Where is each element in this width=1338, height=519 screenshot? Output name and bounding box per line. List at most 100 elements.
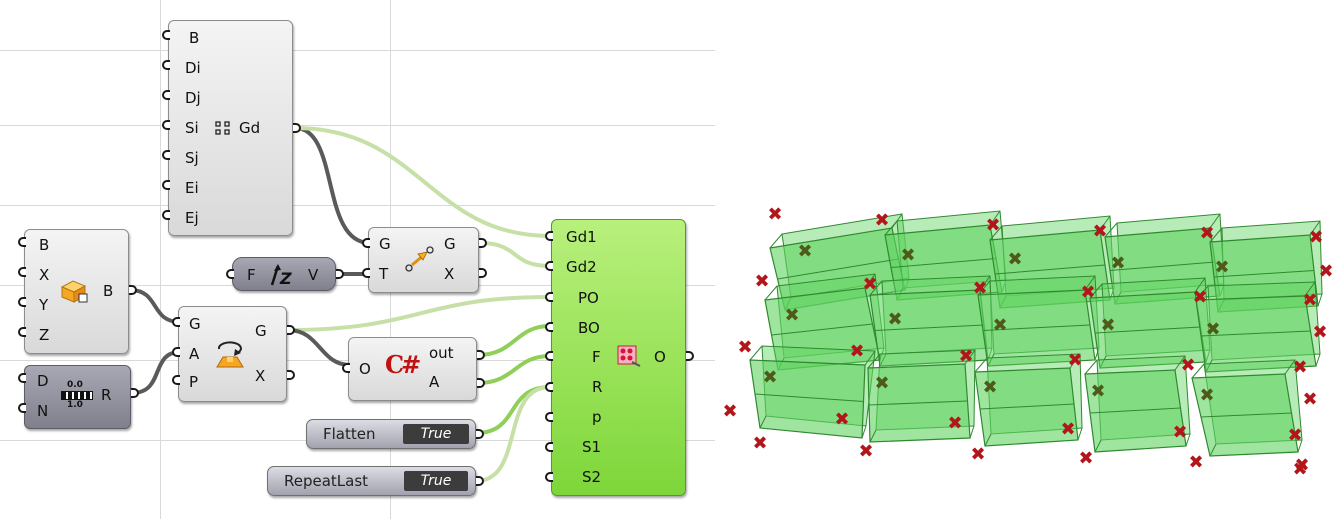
point-marker: ✖	[874, 210, 889, 231]
box-component[interactable]: B X Y Z B	[24, 229, 129, 354]
point-marker: ✖	[754, 271, 769, 292]
input-grip[interactable]	[162, 60, 170, 70]
input-grip[interactable]	[545, 382, 553, 392]
input-grip[interactable]	[18, 267, 26, 277]
input-B: B	[189, 29, 200, 47]
flatten-value[interactable]: True	[403, 424, 469, 444]
input-grip[interactable]	[18, 373, 26, 383]
input-F: F	[247, 266, 256, 284]
input-grip[interactable]	[162, 120, 170, 130]
input-Z: Z	[39, 326, 50, 344]
domain-component[interactable]: D N 0.0 1.0 R	[24, 365, 131, 429]
point-marker: ✖	[947, 413, 962, 434]
output-A: A	[429, 373, 440, 391]
point-marker: ✖	[862, 274, 877, 295]
input-grip[interactable]	[362, 238, 370, 248]
point-marker: ✖	[762, 367, 777, 388]
repeatlast-toggle[interactable]: RepeatLast True	[267, 466, 476, 496]
output-grip[interactable]	[287, 325, 295, 335]
move-component[interactable]: G T G X	[368, 227, 479, 293]
cluster-component[interactable]: Gd1 Gd2 PO BO F R p S1 S2 O	[551, 219, 686, 496]
point-marker: ✖	[1302, 290, 1317, 311]
output-grip[interactable]	[477, 378, 485, 388]
output-grip[interactable]	[287, 370, 295, 380]
output-grip[interactable]	[476, 429, 484, 439]
grid-line-h	[0, 205, 715, 206]
point-marker: ✖	[982, 377, 997, 398]
input-grip[interactable]	[545, 231, 553, 241]
input-grip[interactable]	[545, 351, 553, 361]
preview-box	[1191, 359, 1303, 457]
input-grip[interactable]	[162, 90, 170, 100]
wire-domain-to-rotate	[131, 350, 181, 395]
move-icon	[405, 246, 434, 272]
output-grip[interactable]	[293, 123, 301, 133]
output-grip[interactable]	[479, 268, 487, 278]
input-grip[interactable]	[545, 292, 553, 302]
preview-box	[884, 210, 1007, 301]
input-grip[interactable]	[226, 269, 234, 279]
input-grip[interactable]	[545, 412, 553, 422]
output-grip[interactable]	[477, 350, 485, 360]
input-grip[interactable]	[545, 442, 553, 452]
grid-line-h	[0, 50, 715, 51]
output-grip[interactable]	[129, 285, 137, 295]
rhino-viewport-preview[interactable]: ✖✖✖✖✖✖✖✖✖✖✖✖✖✖✖✖✖✖✖✖✖✖✖✖✖✖✖✖✖✖✖✖✖✖✖✖✖✖✖✖…	[715, 0, 1338, 519]
output-B: B	[103, 282, 114, 300]
point-marker: ✖	[887, 309, 902, 330]
input-Gd2: Gd2	[566, 258, 597, 276]
input-grip[interactable]	[162, 180, 170, 190]
input-grip[interactable]	[545, 261, 553, 271]
point-marker: ✖	[970, 444, 985, 465]
input-grip[interactable]	[162, 30, 170, 40]
input-grip[interactable]	[172, 317, 180, 327]
point-marker: ✖	[849, 341, 864, 362]
input-PO: PO	[578, 289, 599, 307]
input-grip[interactable]	[172, 375, 180, 385]
rotate-component[interactable]: G A P G X	[178, 306, 287, 402]
wire-rotate-to-csharp	[287, 328, 351, 367]
point-marker: ✖	[1302, 389, 1317, 410]
flatten-toggle[interactable]: Flatten True	[306, 419, 476, 449]
point-marker: ✖	[1318, 261, 1333, 282]
input-grip[interactable]	[545, 472, 553, 482]
point-marker: ✖	[1090, 381, 1105, 402]
input-grip[interactable]	[18, 237, 26, 247]
output-grip[interactable]	[476, 476, 484, 486]
grid-dots-icon	[215, 121, 230, 135]
input-S2: S2	[582, 468, 602, 486]
input-grip[interactable]	[545, 322, 553, 332]
input-grip[interactable]	[162, 150, 170, 160]
input-grip[interactable]	[172, 347, 180, 357]
input-P: P	[189, 373, 199, 391]
grid-line-v	[160, 0, 161, 519]
input-grip[interactable]	[162, 210, 170, 220]
input-grip[interactable]	[362, 268, 370, 278]
output-G: G	[255, 322, 267, 340]
point-marker: ✖	[752, 433, 767, 454]
input-grip[interactable]	[18, 327, 26, 337]
output-grip[interactable]	[131, 388, 139, 398]
grasshopper-canvas[interactable]: B Di Dj Si Sj Ei Ej Gd B X Y Z B D N	[0, 0, 715, 519]
csharp-component[interactable]: O C# out A	[348, 337, 477, 401]
output-grip[interactable]	[686, 351, 694, 361]
csharp-icon: C#	[385, 350, 421, 379]
output-out: out	[429, 344, 454, 362]
input-grip[interactable]	[342, 363, 350, 373]
input-grip[interactable]	[18, 297, 26, 307]
range-icon: 0.0 1.0	[61, 380, 93, 414]
input-grip[interactable]	[18, 403, 26, 413]
grid-line-h	[0, 125, 715, 126]
repeatlast-value[interactable]: True	[404, 471, 468, 491]
input-A: A	[189, 345, 200, 363]
input-Ej: Ej	[185, 209, 199, 227]
input-Y: Y	[39, 296, 49, 314]
grid-component[interactable]: B Di Dj Si Sj Ei Ej Gd	[168, 20, 293, 236]
unit-z-component[interactable]: F Z V	[232, 257, 336, 291]
rotate-icon	[216, 341, 244, 368]
point-marker: ✖	[1292, 459, 1307, 480]
point-marker: ✖	[1199, 223, 1214, 244]
output-grip[interactable]	[479, 238, 487, 248]
output-grip[interactable]	[336, 269, 344, 279]
repeatlast-label: RepeatLast	[284, 472, 369, 490]
